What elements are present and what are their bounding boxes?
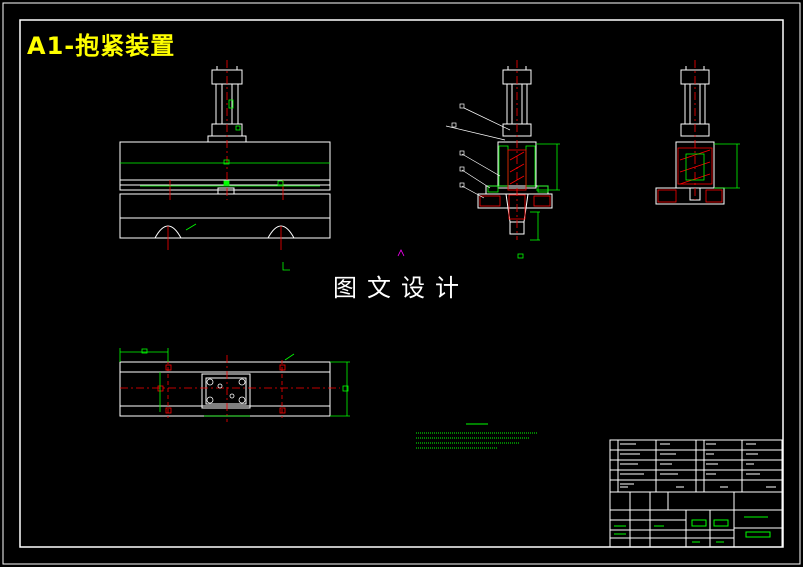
section-leader-lines [445, 103, 511, 199]
front-jaw-block [119, 193, 331, 239]
title-block [609, 439, 783, 548]
top-cylinder-base [201, 373, 251, 409]
cursor-marker [397, 249, 405, 257]
title-block-text [620, 443, 776, 488]
title-block-green [614, 516, 771, 543]
technical-requirements-block [416, 423, 538, 449]
side-view-hatch [657, 60, 740, 203]
watermark-text: 图文设计 [333, 274, 469, 302]
sheet-inner-border [19, 19, 784, 548]
section-housing [497, 141, 537, 189]
front-view [119, 66, 331, 239]
side-view [655, 66, 725, 205]
front-view-annotations [120, 60, 330, 271]
drawing-title: A1-抱紧装置 [27, 32, 176, 60]
front-upper-plate [119, 141, 331, 191]
section-view-hatch [479, 60, 560, 259]
side-housing [675, 141, 715, 189]
top-view [119, 361, 331, 417]
top-view-annotations [119, 348, 350, 422]
